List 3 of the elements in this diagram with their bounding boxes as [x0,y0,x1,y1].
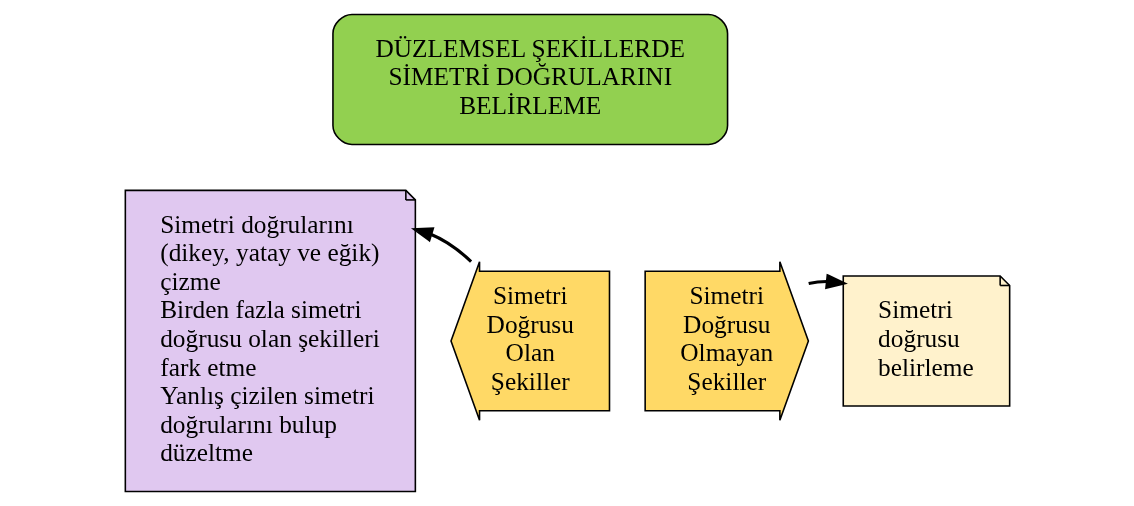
arrow [410,227,472,263]
arrow [807,273,848,290]
node-box: DÜZLEMSEL ŞEKİLLERDE SİMETRİ DOĞRULARINI BELİRLEME [331,13,728,146]
